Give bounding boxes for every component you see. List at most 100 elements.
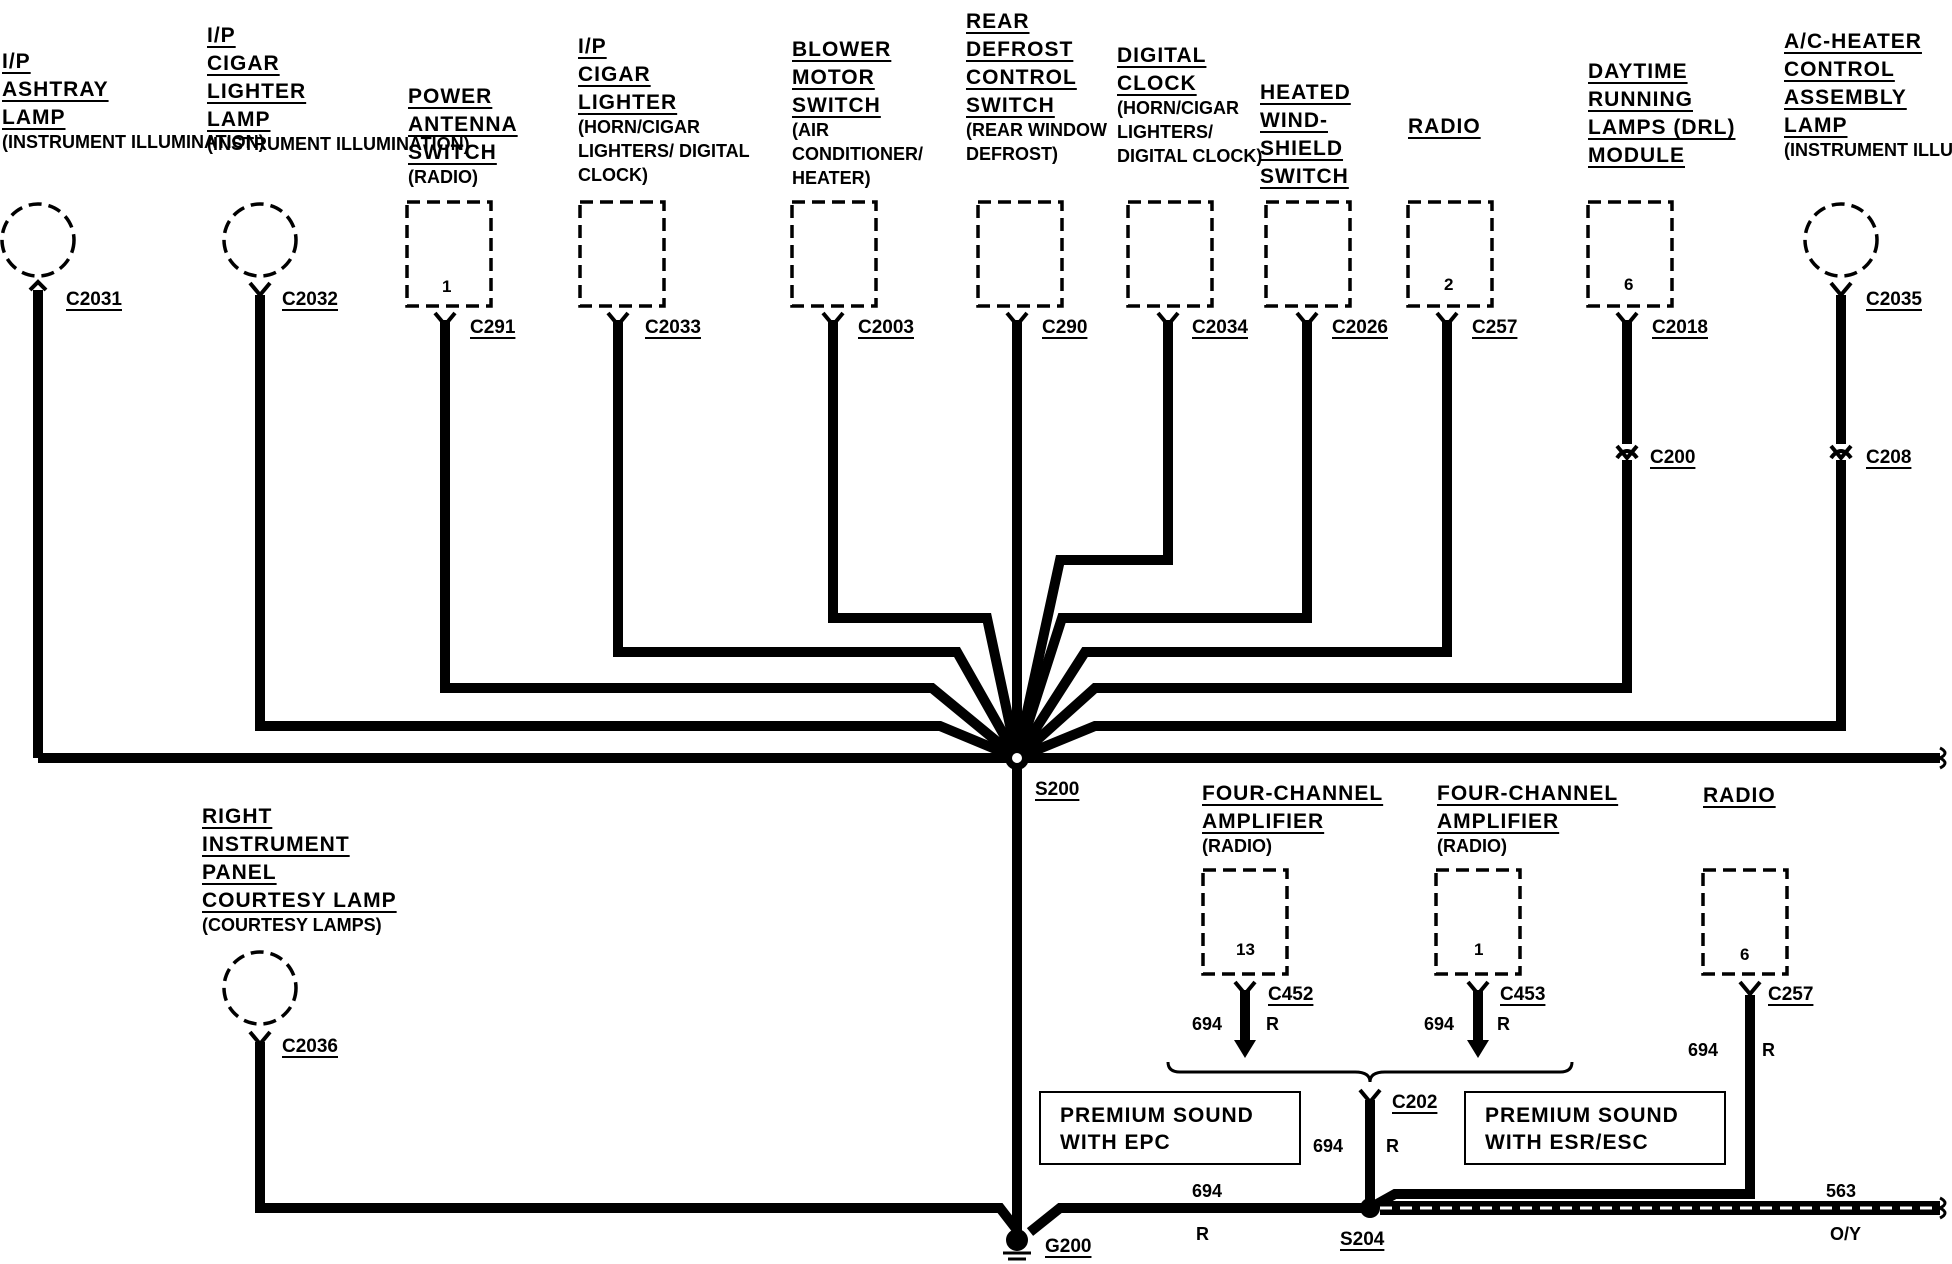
component-name-line: I/P — [207, 24, 236, 47]
lamp-c2035-icon — [1803, 202, 1879, 278]
splice-s204-icon — [1360, 1198, 1380, 1218]
arrow-c453-icon — [1467, 1040, 1489, 1058]
connector-label-c200: C200 — [1650, 447, 1695, 468]
component-name-line: DEFROST — [966, 38, 1073, 61]
option-text: WITH EPC — [1060, 1131, 1171, 1154]
splice-s200-center — [1012, 753, 1022, 763]
component-name-line: A/C-HEATER — [1784, 30, 1922, 53]
inline-connector-c200-icon — [1615, 444, 1639, 462]
component-name-line: DIGITAL — [1117, 44, 1206, 67]
component-name-line: LIGHTER — [578, 91, 677, 114]
wire-c291 — [440, 320, 1021, 762]
component-name-line: COURTESY LAMP — [202, 889, 397, 912]
wire-number: 694 — [1313, 1136, 1343, 1156]
component-name-line: FOUR-CHANNEL — [1202, 782, 1383, 805]
wire-c2036 — [255, 1042, 1021, 1234]
connector-tick-icon — [28, 279, 48, 292]
connector-tick-icon — [1829, 281, 1853, 299]
component-name-line: SWITCH — [966, 94, 1055, 117]
component-name-line: DAYTIME — [1588, 60, 1688, 83]
connector-tick-icon — [248, 281, 272, 299]
option-brace — [1166, 1061, 1574, 1083]
break-symbol-icon — [1936, 1196, 1947, 1220]
component-box-radio-c257 — [1701, 868, 1789, 976]
component-box-c2018 — [1586, 200, 1674, 308]
component-box-c2034 — [1126, 200, 1214, 308]
component-name-line: MOTOR — [792, 66, 875, 89]
component-name-line: LAMP — [2, 106, 66, 129]
connector-label-c257: C257 — [1768, 984, 1813, 1005]
component-name-line: REAR — [966, 10, 1030, 33]
component-name-line: LAMPS (DRL) — [1588, 116, 1735, 139]
component-box-c291 — [405, 200, 493, 308]
wire-c2034 — [1012, 320, 1173, 760]
circuit-label: CONDITIONER/ — [792, 144, 923, 164]
component-name-line: RUNNING — [1588, 88, 1693, 111]
splice-label-s200: S200 — [1035, 779, 1079, 800]
wire-c2026 — [1012, 320, 1312, 760]
wire-color: R — [1266, 1014, 1279, 1034]
component-name-line: SWITCH — [1260, 165, 1349, 188]
option-box-esr — [1464, 1091, 1726, 1165]
component-box-c290 — [976, 200, 1064, 308]
wire-number: 694 — [1424, 1014, 1454, 1034]
wire-color: R — [1762, 1040, 1775, 1060]
circuit-label: (HORN/CIGAR — [1117, 98, 1239, 118]
component-name-line: RIGHT — [202, 805, 272, 828]
component-box-c452 — [1201, 868, 1289, 976]
ground-g200-icon — [1003, 1229, 1031, 1261]
circuit-label: (HORN/CIGAR — [578, 117, 700, 137]
component-name-line: LAMP — [207, 108, 271, 131]
component-name-line: AMPLIFIER — [1437, 810, 1559, 833]
component-name-line: FOUR-CHANNEL — [1437, 782, 1618, 805]
connector-label-c2003: C2003 — [858, 317, 914, 338]
component-box-c2026 — [1264, 200, 1352, 308]
component-name-line: AMPLIFIER — [1202, 810, 1324, 833]
wire-number: 694 — [1192, 1014, 1222, 1034]
circuit-label: (RADIO) — [1437, 836, 1507, 856]
circuit-label: CLOCK) — [578, 165, 648, 185]
circuit-label: (COURTESY LAMPS) — [202, 915, 382, 935]
connector-label-c2032: C2032 — [282, 289, 338, 310]
connector-label-c2031: C2031 — [66, 289, 122, 310]
pin-number: 1 — [1474, 940, 1483, 959]
option-box-epc — [1039, 1091, 1301, 1165]
option-text: PREMIUM SOUND — [1060, 1104, 1254, 1127]
circuit-label: (INSTRUMENT ILLUMINATION) — [207, 134, 470, 154]
option-text: PREMIUM SOUND — [1485, 1104, 1679, 1127]
connector-label-c2034: C2034 — [1192, 317, 1248, 338]
splice-label-s204: S204 — [1340, 1229, 1385, 1250]
lamp-c2036-icon — [222, 950, 298, 1026]
circuit-label: (RADIO) — [1202, 836, 1272, 856]
component-name-line: HEATED — [1260, 81, 1351, 104]
wire-color: O/Y — [1830, 1224, 1861, 1244]
wire-color: R — [1497, 1014, 1510, 1034]
component-name-line: RADIO — [1408, 115, 1481, 138]
connector-label-c2033: C2033 — [645, 317, 701, 338]
wire-c2003 — [828, 320, 1022, 760]
component-name-line: POWER — [408, 85, 492, 108]
circuit-label: (INSTRUMENT ILLUMINATION) — [2, 132, 265, 152]
pin-number: 2 — [1444, 275, 1453, 294]
connector-label-c2035: C2035 — [1866, 289, 1922, 310]
pin-number: 13 — [1236, 940, 1255, 959]
wire-c2018 — [1013, 320, 1632, 762]
component-name-line: I/P — [2, 50, 31, 73]
connector-label-c202: C202 — [1392, 1092, 1437, 1113]
component-box-c257 — [1406, 200, 1494, 308]
wire-c2035 — [1015, 295, 1846, 763]
component-name-line: CIGAR — [207, 52, 280, 75]
wire-c2032 — [255, 295, 1019, 763]
wire-694-bottom — [1026, 1203, 1370, 1236]
wire-color: R — [1196, 1224, 1209, 1244]
component-name-line: ANTENNA — [408, 113, 518, 136]
component-name-line: MODULE — [1588, 144, 1685, 167]
component-name-line: PANEL — [202, 861, 277, 884]
component-name-line: SHIELD — [1260, 137, 1343, 160]
connector-label-c208: C208 — [1866, 447, 1911, 468]
connector-label-c2026: C2026 — [1332, 317, 1388, 338]
arrow-c452-icon — [1234, 1040, 1256, 1058]
component-box-c2003 — [790, 200, 878, 308]
